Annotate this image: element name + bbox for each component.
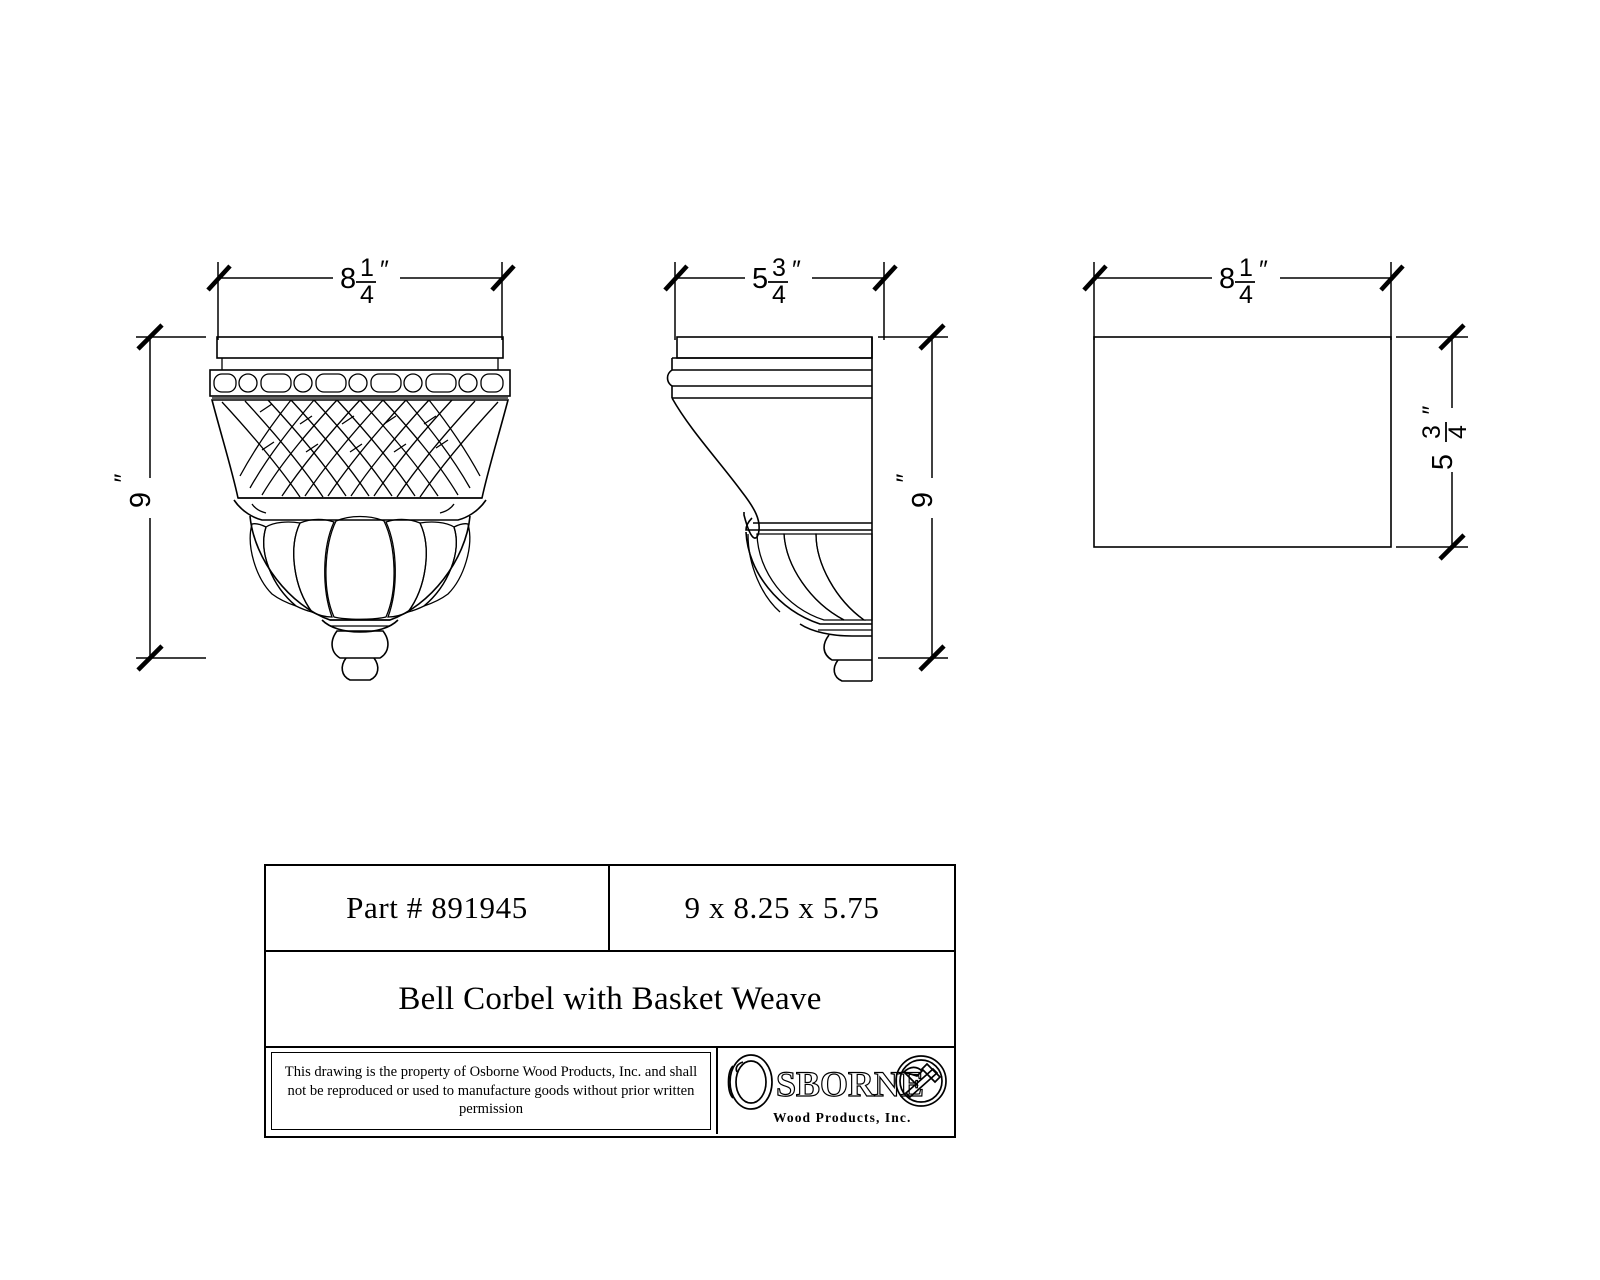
front-bell-bowl xyxy=(249,515,471,621)
dim-front-height-value: 9 xyxy=(125,492,157,508)
osborne-logo: .lgl { fill:none; stroke:#000; stroke-wi… xyxy=(718,1048,954,1134)
title-block-row-footer: This drawing is the property of Osborne … xyxy=(266,1048,954,1134)
side-finial-ball xyxy=(833,659,872,682)
dimension-top-width: 8 1 4 ″ xyxy=(1082,254,1405,340)
logo-cell: .lgl { fill:none; stroke:#000; stroke-wi… xyxy=(718,1048,954,1134)
side-bowl-lobes xyxy=(747,533,873,621)
side-bowl-rim xyxy=(745,517,872,531)
part-number-cell: Part # 891945 xyxy=(266,866,610,950)
front-view xyxy=(209,336,511,681)
crossed-tools-circle-icon xyxy=(895,1055,947,1107)
dim-top-depth-unit: ″ xyxy=(1418,405,1446,414)
dim-top-width-numerator: 1 xyxy=(1239,254,1253,282)
dim-side-height-value: 9 xyxy=(907,492,939,508)
title-block-row-name: Bell Corbel with Basket Weave xyxy=(266,952,954,1048)
osborne-logo-svg: .lgl { fill:none; stroke:#000; stroke-wi… xyxy=(727,1054,947,1125)
dim-side-depth-whole: 5 xyxy=(752,263,768,295)
side-molding-bead xyxy=(666,358,673,398)
dim-front-width-denominator: 4 xyxy=(360,281,374,309)
dim-top-depth-whole: 5 xyxy=(1427,454,1459,470)
bead-and-reel-detail xyxy=(213,373,504,393)
front-top-cap xyxy=(216,336,504,359)
logo-oval-outer xyxy=(729,1054,773,1110)
side-view xyxy=(666,336,873,682)
bell-bowl-lobes xyxy=(249,515,471,620)
disclaimer-cell: This drawing is the property of Osborne … xyxy=(266,1048,718,1134)
disclaimer-text: This drawing is the property of Osborne … xyxy=(284,1063,698,1118)
front-finial-body xyxy=(331,630,389,659)
front-rim-shadow xyxy=(251,503,455,514)
side-ogee-profile xyxy=(671,397,760,531)
dim-front-height-unit: ″ xyxy=(110,473,138,482)
dim-top-depth-denominator: 4 xyxy=(1444,425,1472,439)
side-bell-bowl xyxy=(745,531,872,625)
dim-top-depth-numerator: 3 xyxy=(1418,425,1446,439)
front-finial-ball xyxy=(341,657,379,681)
dim-front-width-numerator: 1 xyxy=(360,254,374,282)
logo-oval-inner xyxy=(735,1060,767,1104)
dim-top-width-whole: 8 xyxy=(1219,263,1235,295)
product-name-label: Bell Corbel with Basket Weave xyxy=(398,980,822,1017)
dim-side-height-unit: ″ xyxy=(892,473,920,482)
title-block: Part # 891945 9 x 8.25 x 5.75 Bell Corbe… xyxy=(264,864,956,1138)
overall-dimensions-label: 9 x 8.25 x 5.75 xyxy=(684,890,880,925)
dim-side-depth-numerator: 3 xyxy=(772,254,786,282)
dimension-side-depth: 5 3 4 ″ xyxy=(663,254,898,340)
logo-tagline: Wood Products, Inc. xyxy=(773,1110,911,1125)
dim-front-width-whole: 8 xyxy=(340,263,356,295)
side-ogee-return xyxy=(743,512,760,539)
logo-oval-flourish-left xyxy=(727,1065,734,1099)
dimension-side-height: 9 ″ xyxy=(878,323,948,672)
dim-top-width-denominator: 4 xyxy=(1239,281,1253,309)
front-cap-returns xyxy=(221,358,499,371)
top-view xyxy=(1093,336,1392,548)
logo-oval-flourish-top xyxy=(735,1061,744,1073)
dimension-front-width: 8 1 4 ″ xyxy=(206,254,516,340)
dim-front-width-unit: ″ xyxy=(380,256,389,284)
dim-top-width-unit: ″ xyxy=(1259,256,1268,284)
part-number-label: Part # 891945 xyxy=(346,890,528,925)
disclaimer-box: This drawing is the property of Osborne … xyxy=(271,1052,711,1130)
dimension-top-depth: 5 3 4 ″ xyxy=(1396,323,1472,561)
dim-side-depth-denominator: 4 xyxy=(772,281,786,309)
top-view-outline xyxy=(1093,336,1392,548)
basket-weave-lattice xyxy=(221,399,499,498)
side-top-cap xyxy=(676,336,873,359)
dimension-front-height: 9 ″ xyxy=(110,323,206,672)
title-block-row-part: Part # 891945 9 x 8.25 x 5.75 xyxy=(266,866,954,952)
side-base-flare xyxy=(799,623,872,637)
overall-dimensions-cell: 9 x 8.25 x 5.75 xyxy=(610,866,954,950)
front-bowl-rim xyxy=(233,499,487,521)
dim-side-depth-unit: ″ xyxy=(792,256,801,284)
side-finial-body xyxy=(823,634,872,661)
